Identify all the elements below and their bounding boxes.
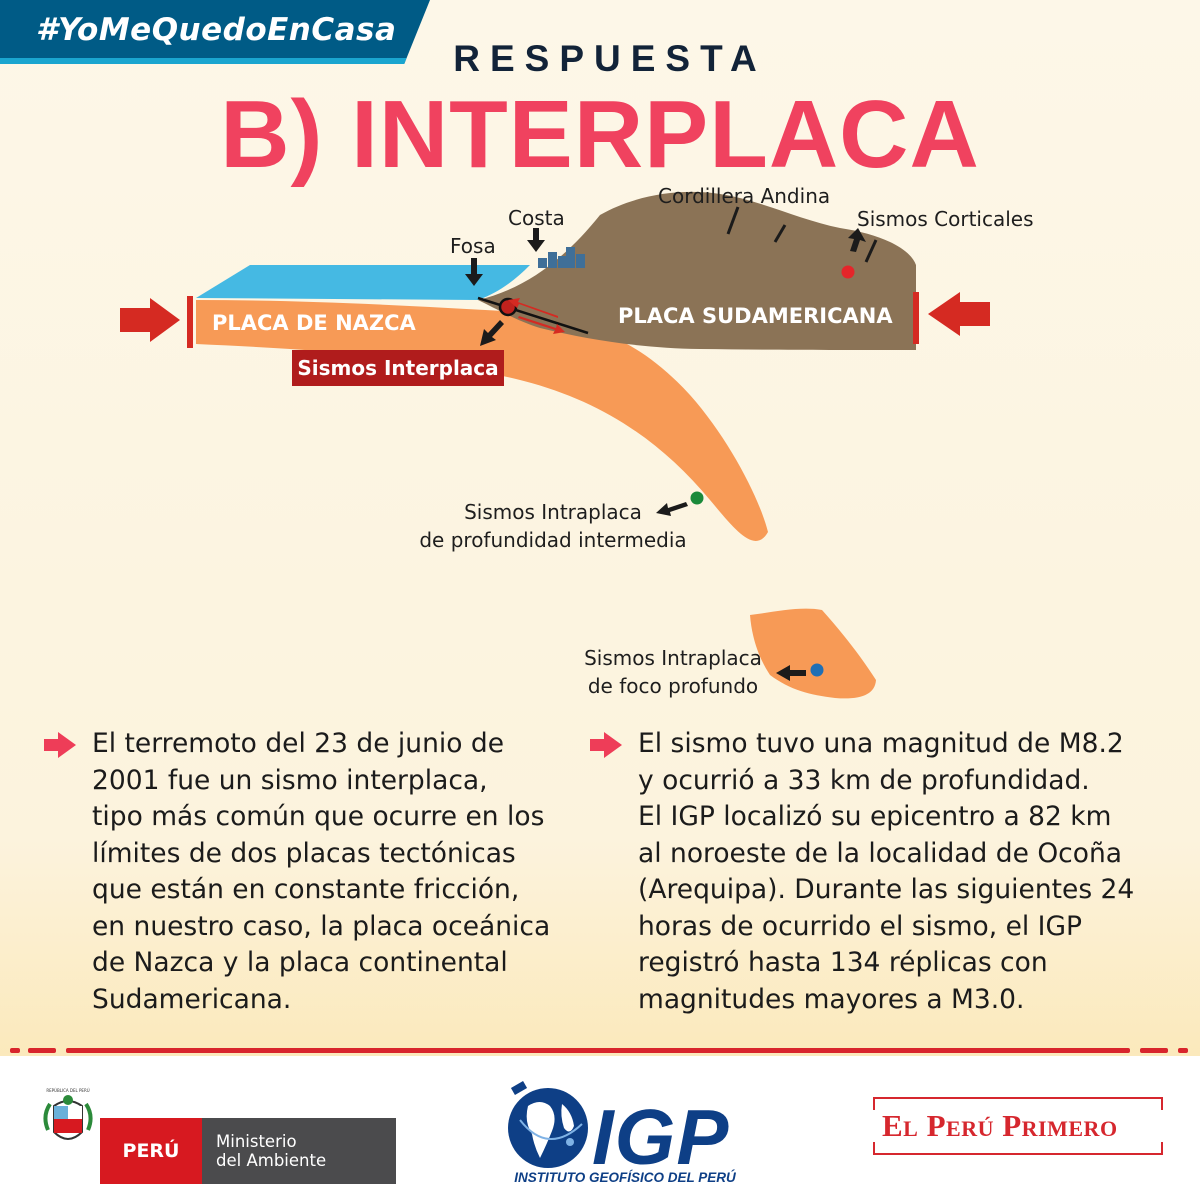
- arrow-right-icon: [590, 732, 622, 758]
- coast-buildings-icon: [538, 247, 585, 268]
- tectonic-diagram: [120, 191, 990, 699]
- igp-wordmark: IGP: [592, 1093, 730, 1181]
- intermediate-label: Sismos Intraplaca de profundidad interme…: [418, 498, 688, 554]
- igp-fullname: INSTITUTO GEOFÍSICO DEL PERÚ: [514, 1170, 736, 1185]
- nazca-plate-label: PLACA DE NAZCA: [212, 311, 416, 335]
- el-peru-primero-logo: El Perú Primero: [872, 1096, 1164, 1156]
- ministerio-line2: del Ambiente: [216, 1151, 327, 1170]
- intermediate-arrow-icon: [656, 502, 688, 516]
- cortical-arrow-icon: [848, 228, 866, 252]
- answer-title: B) INTERPLACA: [220, 81, 980, 188]
- escudo-icon: REPÚBLICA DEL PERÚ: [43, 1088, 93, 1140]
- corticales-label: Sismos Corticales: [857, 207, 1034, 231]
- cortical-focus: [841, 265, 855, 279]
- costa-label: Costa: [508, 206, 565, 230]
- escudo-caption: REPÚBLICA DEL PERÚ: [46, 1088, 89, 1093]
- footer: REPÚBLICA DEL PERÚ PERÚ Ministerio del A…: [0, 1056, 1200, 1200]
- sudamericana-plate-label: PLACA SUDAMERICANA: [618, 304, 893, 328]
- intermediate-focus: [690, 491, 704, 505]
- deep-arrow-icon: [776, 665, 806, 681]
- costa-arrow-icon: [527, 228, 545, 252]
- deep-label-line1: Sismos Intraplaca: [584, 646, 762, 670]
- deep-label-line2: de foco profundo: [587, 674, 759, 698]
- right-push-arrow-icon: [928, 292, 990, 336]
- interplaca-arrow-icon: [480, 320, 504, 346]
- left-push-arrow-icon: [120, 298, 180, 342]
- hashtag-banner: [0, 0, 430, 64]
- intermediate-label-line2: de profundidad intermedia: [419, 528, 687, 552]
- hashtag-text: #YoMeQuedoEnCasa: [36, 12, 397, 48]
- fault-line: [477, 296, 589, 335]
- deep-focus: [810, 663, 824, 677]
- cordillera-label: Cordillera Andina: [658, 184, 831, 208]
- deep-label: Sismos Intraplaca de foco profundo: [580, 644, 766, 700]
- ocean: [196, 265, 530, 300]
- igp-logo: IGP INSTITUTO GEOFÍSICO DEL PERÚ: [500, 1068, 750, 1193]
- answer-kicker: RESPUESTA: [453, 38, 767, 79]
- nazca-slab: [196, 300, 768, 541]
- slip-arrow-up: [508, 298, 558, 318]
- footer-divider: [10, 1048, 1188, 1053]
- fosa-arrow-icon: [465, 258, 483, 286]
- fosa-label: Fosa: [450, 234, 496, 258]
- peru-label: PERÚ: [100, 1118, 202, 1184]
- slogan-frame: [873, 1097, 1163, 1155]
- interplaca-label: Sismos Interplaca: [292, 350, 504, 386]
- south-american-plate: [478, 191, 916, 350]
- right-paragraph: El sismo tuvo una magnitud de M8.2 y ocu…: [638, 728, 1135, 1015]
- globe-icon: [508, 1081, 588, 1168]
- ministerio-line1: Ministerio: [216, 1132, 297, 1151]
- left-paragraph: El terremoto del 23 de junio de 2001 fue…: [92, 728, 551, 1015]
- arrow-right-icon: [44, 732, 76, 758]
- slogan-text: El Perú Primero: [882, 1108, 1118, 1143]
- slip-arrow-down: [518, 316, 565, 334]
- intermediate-label-line1: Sismos Intraplaca: [464, 500, 642, 524]
- deep-slab-fragment: [750, 608, 876, 699]
- ministerio-label: Ministerio del Ambiente: [202, 1118, 396, 1184]
